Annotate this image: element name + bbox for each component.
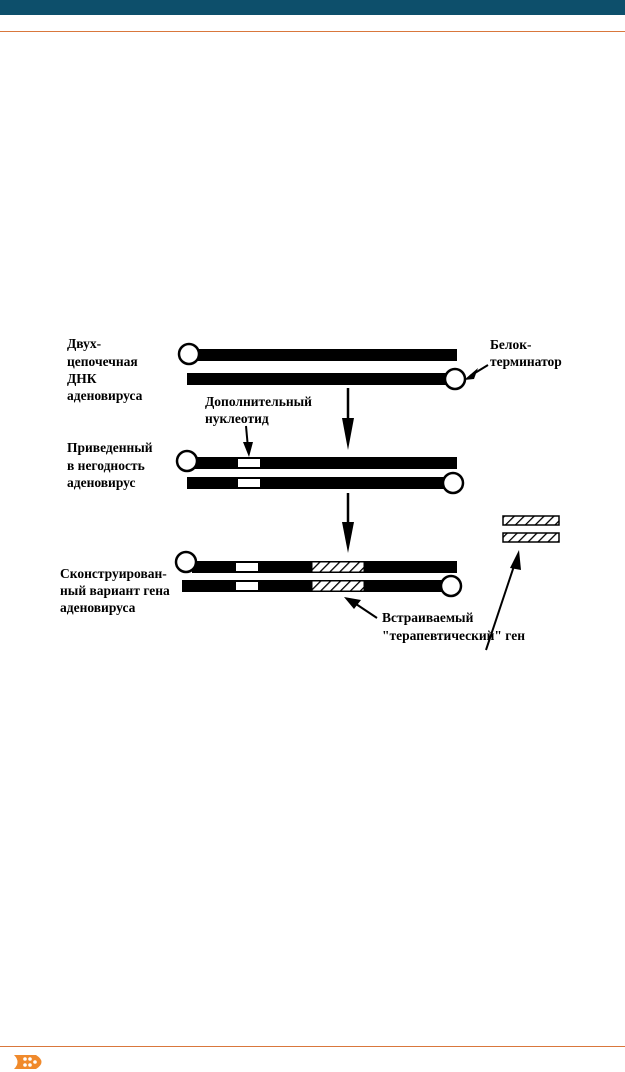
arrow-inserted-gene-head [344,597,361,609]
arrow-terminator-head [464,368,478,380]
label-constructed-variant: Сконструирован- ный вариант гена аденови… [60,566,173,615]
therapeutic-gene-piece-top [502,515,560,526]
header-bar [0,0,625,15]
therapeutic-gene-piece-bottom [502,532,560,543]
down-arrow-2-head [342,522,354,553]
arrow-nucleotide-head [243,442,253,457]
label-ds-dna: Двух- цепочечная ДНК аденовируса [67,336,143,403]
nucleotide-gap-2-top [238,459,260,467]
nucleotide-gap-3-bottom [236,582,258,590]
arrow-inserted-gene-line [355,603,378,619]
dna-strand-2-bottom [187,477,445,489]
header-rule [0,31,625,32]
terminator-circle-1-bottom [443,367,467,391]
terminator-circle-2-bottom [441,471,465,495]
down-arrow-1-head [342,418,354,450]
dna-strand-1-top [192,349,457,361]
terminator-circle-2-top [175,449,199,473]
terminator-circle-1-top [177,342,201,366]
logo-shape [14,1055,42,1069]
terminator-circle-3-top [174,550,198,574]
dna-strand-2-top [192,457,457,469]
nucleotide-gap-2-bottom [238,479,260,487]
arrow-loose-gene-line [485,565,515,651]
label-therapeutic-gene: Встраиваемый "терапевтический" ген [382,610,525,643]
inserted-gene-bottom [311,580,365,592]
nucleotide-gap-3-top [236,563,258,571]
dna-strand-1-bottom [187,373,455,385]
terminator-circle-3-bottom [439,574,463,598]
publisher-logo-icon [14,1055,42,1069]
arrow-loose-gene-head [510,550,521,570]
inserted-gene-top [311,561,365,573]
footer-rule [0,1046,625,1047]
label-disabled-virus: Приведенный в негодность аденовирус [67,440,156,490]
label-terminator-protein: Белок- терминатор [490,337,562,369]
label-extra-nucleotide: Дополнительный нуклеотид [205,394,315,426]
